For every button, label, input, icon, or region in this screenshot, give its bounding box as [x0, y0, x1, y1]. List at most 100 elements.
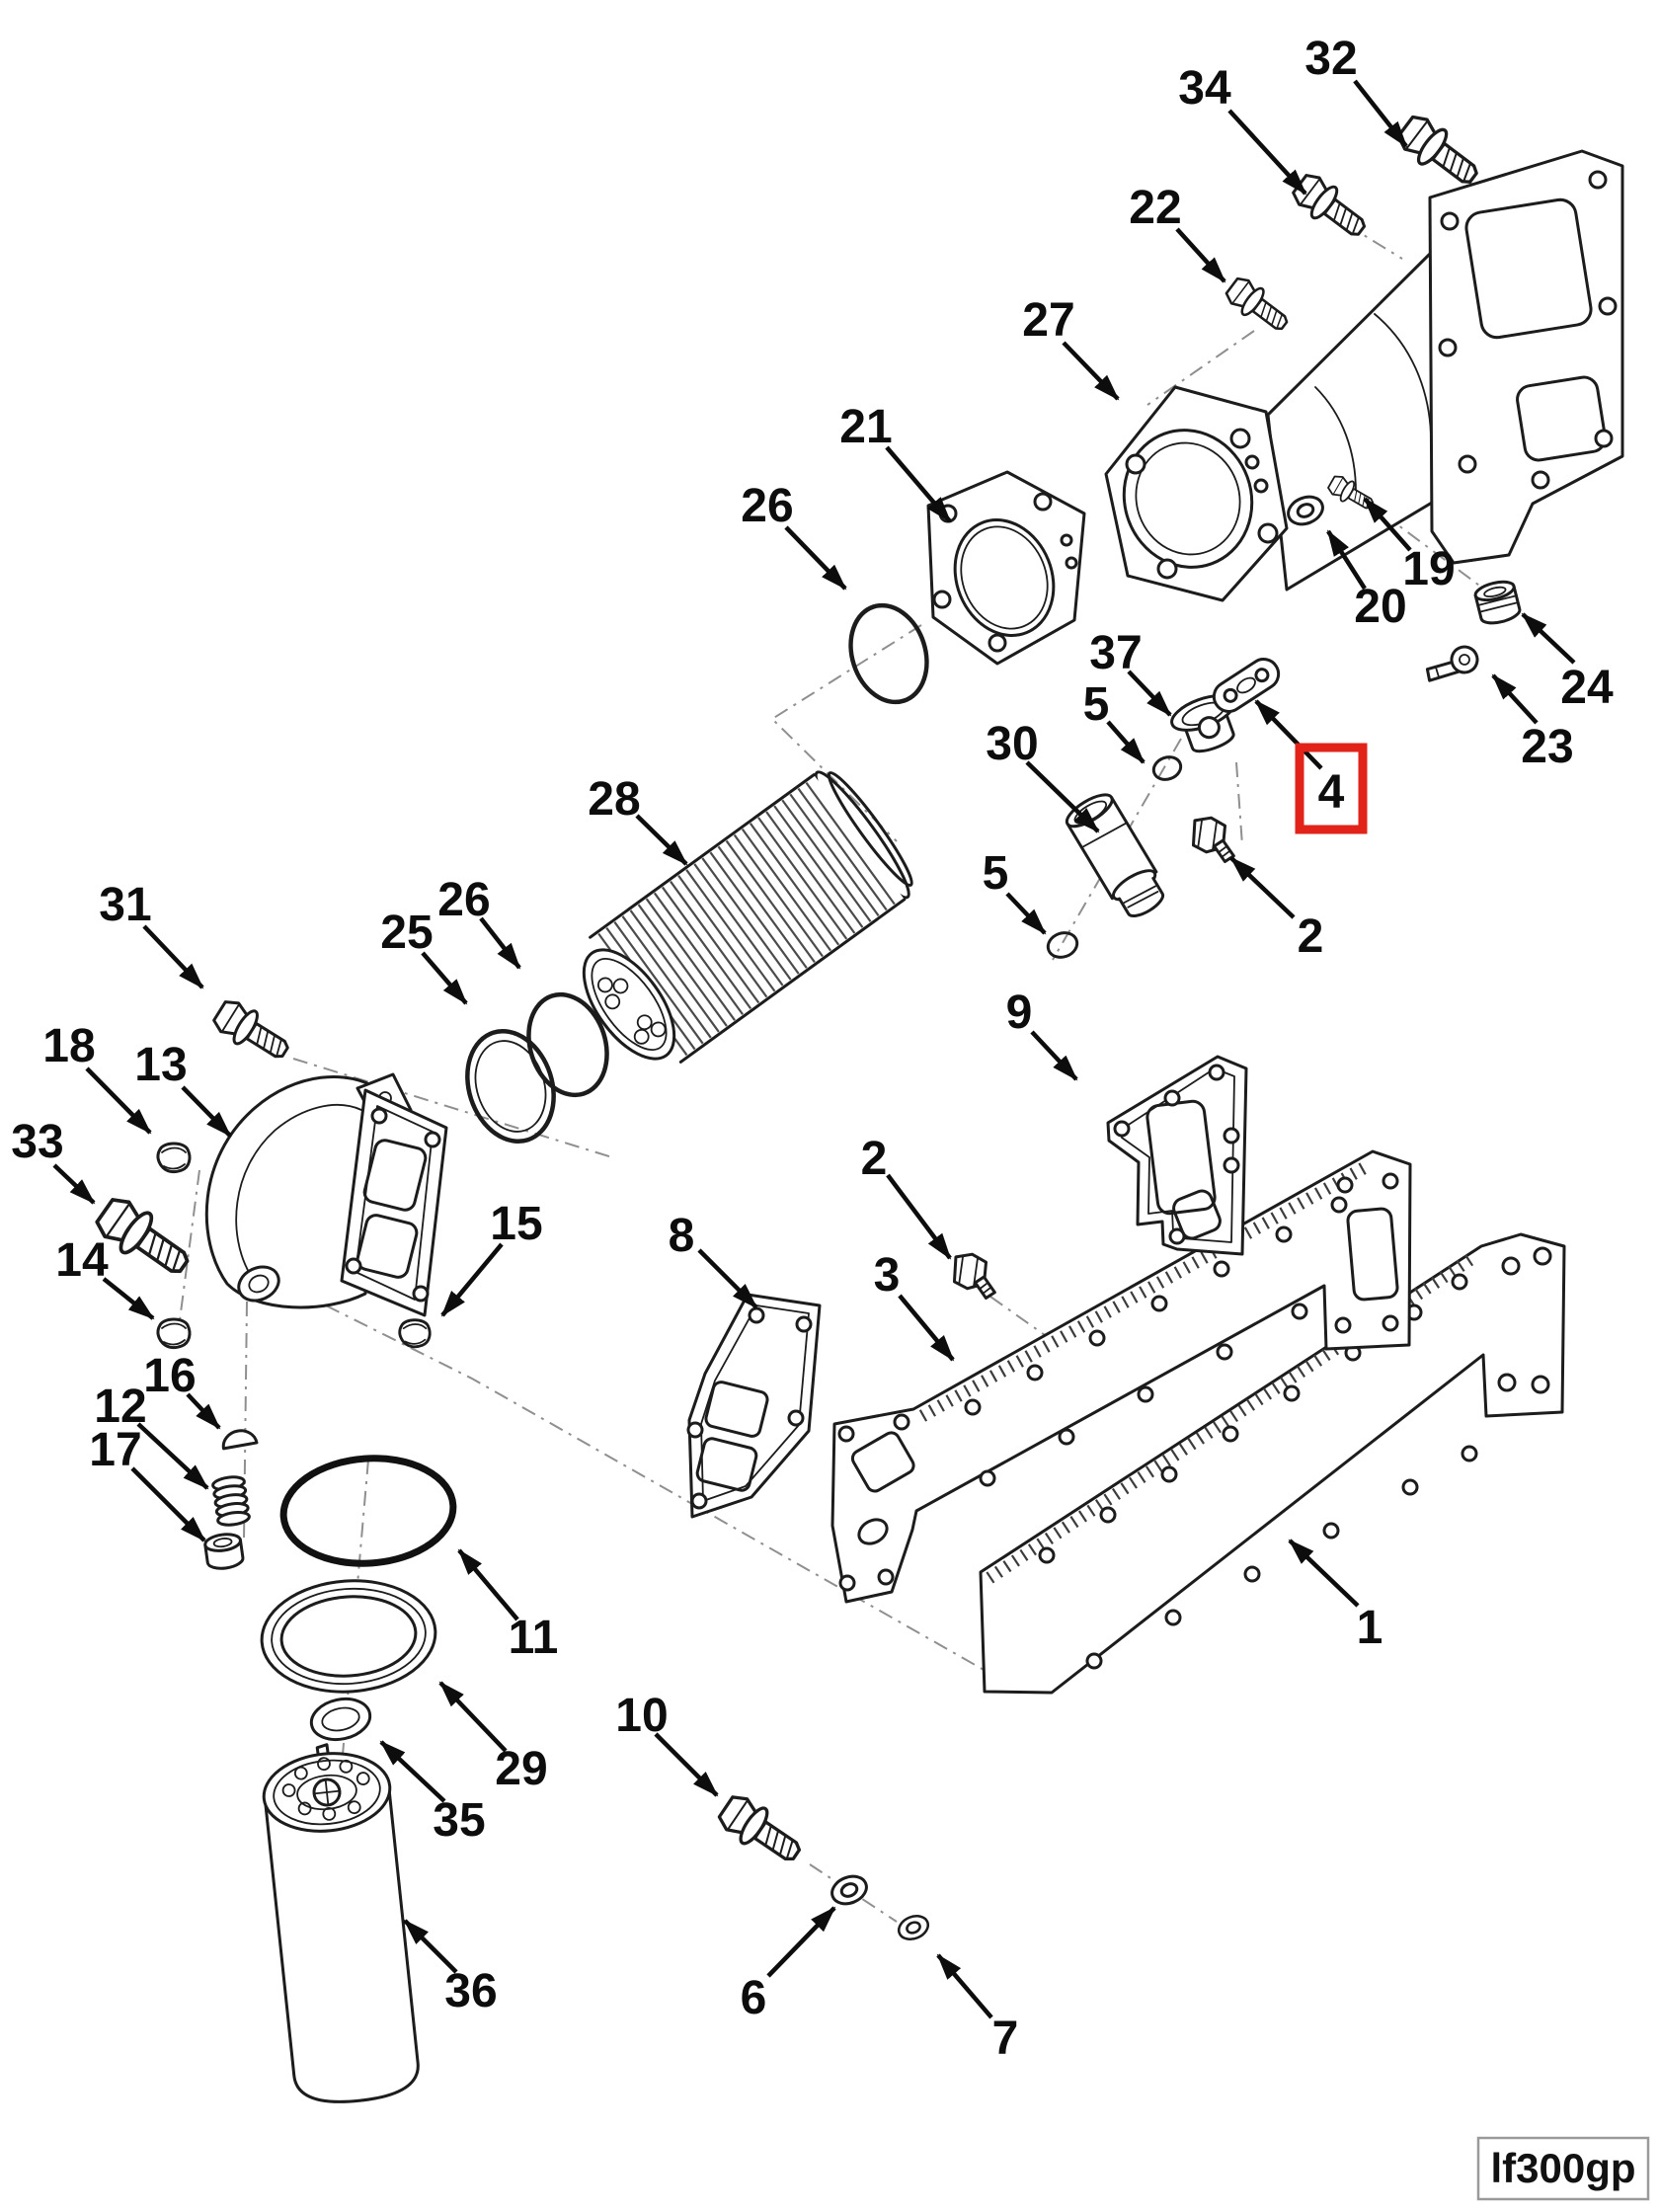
- callout-number: 2: [861, 1133, 888, 1185]
- callout-19: 19: [1363, 497, 1456, 595]
- callout-number: 32: [1304, 33, 1357, 85]
- callout-number: 19: [1402, 543, 1455, 595]
- part-14-nut: [156, 1317, 192, 1350]
- callout-29: 29: [438, 1681, 548, 1795]
- code-badge-box: [1476, 2136, 1650, 2201]
- callout-22: 22: [1129, 182, 1226, 283]
- callout-24: 24: [1521, 612, 1614, 714]
- callout-number: 1: [1357, 1602, 1383, 1654]
- part-11-oring: [279, 1455, 457, 1567]
- callout-33: 33: [11, 1116, 96, 1205]
- callout-7: 7: [936, 1953, 1018, 2065]
- callout-number: 20: [1354, 581, 1406, 633]
- callout-number: 26: [437, 874, 490, 926]
- callout-27: 27: [1022, 294, 1120, 401]
- callout-30: 30: [986, 718, 1100, 833]
- callout-number: 34: [1178, 62, 1231, 115]
- callout-6: 6: [741, 1906, 836, 2024]
- callout-18: 18: [42, 1020, 152, 1135]
- callout-2: 2: [861, 1133, 952, 1260]
- part-23-fitting: [1425, 645, 1479, 682]
- callout-28: 28: [588, 773, 688, 866]
- part-7-washer: [894, 1910, 933, 1945]
- callout-2: 2: [1229, 856, 1323, 963]
- part-35-ring: [309, 1697, 372, 1742]
- callout-1: 1: [1288, 1539, 1383, 1654]
- callout-number: 30: [986, 718, 1038, 770]
- part-13-filter-head-housing: [204, 1072, 448, 1317]
- callout-25: 25: [380, 907, 468, 1005]
- part-31-bolt: [207, 993, 297, 1069]
- callout-5: 5: [1083, 678, 1146, 764]
- callout-number: 26: [741, 480, 793, 532]
- part-16-cap: [221, 1429, 259, 1451]
- callout-3: 3: [874, 1249, 955, 1362]
- callout-number: 29: [495, 1743, 547, 1795]
- callout-number: 31: [99, 879, 151, 931]
- callout-26: 26: [437, 874, 521, 970]
- part-21-cover-gasket: [926, 470, 1086, 666]
- part-32-bolt: [1391, 108, 1488, 197]
- callout-number: 36: [444, 1965, 497, 2017]
- callout-number: 27: [1022, 294, 1074, 347]
- part-15-nut: [398, 1318, 432, 1349]
- callout-number: 11: [509, 1612, 559, 1664]
- part-24-fitting: [1473, 580, 1522, 625]
- callout-36: 36: [403, 1919, 498, 2017]
- callout-number: 4: [1318, 766, 1345, 819]
- callout-26: 26: [741, 480, 847, 591]
- callout-number: 23: [1521, 721, 1573, 773]
- part-36-oil-filter: [262, 1743, 420, 2103]
- callout-21: 21: [839, 401, 952, 523]
- part-30-bypass-tube: [1065, 793, 1165, 918]
- callout-number: 5: [983, 847, 1009, 900]
- part-8-gasket: [686, 1293, 822, 1519]
- callout-number: 25: [380, 907, 433, 959]
- part-26-oring-left: [526, 991, 609, 1098]
- callout-17: 17: [89, 1424, 206, 1542]
- callout-13: 13: [134, 1039, 232, 1138]
- part-2-fitting-right: [1188, 814, 1240, 865]
- part-26-oring-top: [848, 602, 929, 705]
- callout-11: 11: [457, 1548, 559, 1664]
- diagram-code-label: lf300gp: [1490, 2145, 1635, 2191]
- callout-9: 9: [1006, 987, 1078, 1081]
- part-6-washer: [826, 1869, 873, 1911]
- callout-37: 37: [1089, 627, 1172, 717]
- diagram-code-badge: lf300gp: [1476, 2136, 1650, 2201]
- part-12-spring: [211, 1475, 251, 1527]
- callout-number: 13: [134, 1039, 187, 1091]
- callout-number: 8: [669, 1210, 695, 1262]
- part-4-connection: [1212, 658, 1281, 713]
- part-34-bolt: [1287, 167, 1375, 247]
- callout-number: 28: [588, 773, 640, 826]
- part-5-oring-lower: [1046, 931, 1079, 959]
- part-3-cooler-gasket: [830, 1149, 1412, 1604]
- alignment-lines: [177, 179, 1522, 1923]
- part-28-cooler-core: [582, 770, 913, 1064]
- callout-12: 12: [94, 1381, 209, 1490]
- callout-8: 8: [669, 1210, 758, 1309]
- callout-35: 35: [379, 1740, 486, 1847]
- callout-number: 24: [1560, 662, 1614, 714]
- callout-number: 15: [490, 1198, 542, 1250]
- callout-number: 16: [143, 1350, 196, 1402]
- callout-32: 32: [1304, 33, 1408, 148]
- callout-16: 16: [143, 1350, 221, 1430]
- callout-number: 35: [433, 1794, 485, 1847]
- callout-number: 21: [839, 401, 892, 453]
- callout-number: 37: [1089, 627, 1142, 679]
- callout-number: 14: [55, 1234, 109, 1287]
- highlight-box: [1295, 743, 1368, 834]
- callout-34: 34: [1178, 62, 1307, 196]
- part-22-bolt: [1221, 272, 1296, 340]
- part-1-cooler-element-plate: [979, 1232, 1566, 1695]
- callout-number: 6: [741, 1972, 767, 2024]
- part-2-fitting-left: [949, 1250, 1001, 1302]
- part-29-seal-ring: [260, 1579, 437, 1694]
- callout-10: 10: [615, 1690, 719, 1797]
- callout-number: 10: [615, 1690, 668, 1742]
- callout-23: 23: [1491, 673, 1574, 773]
